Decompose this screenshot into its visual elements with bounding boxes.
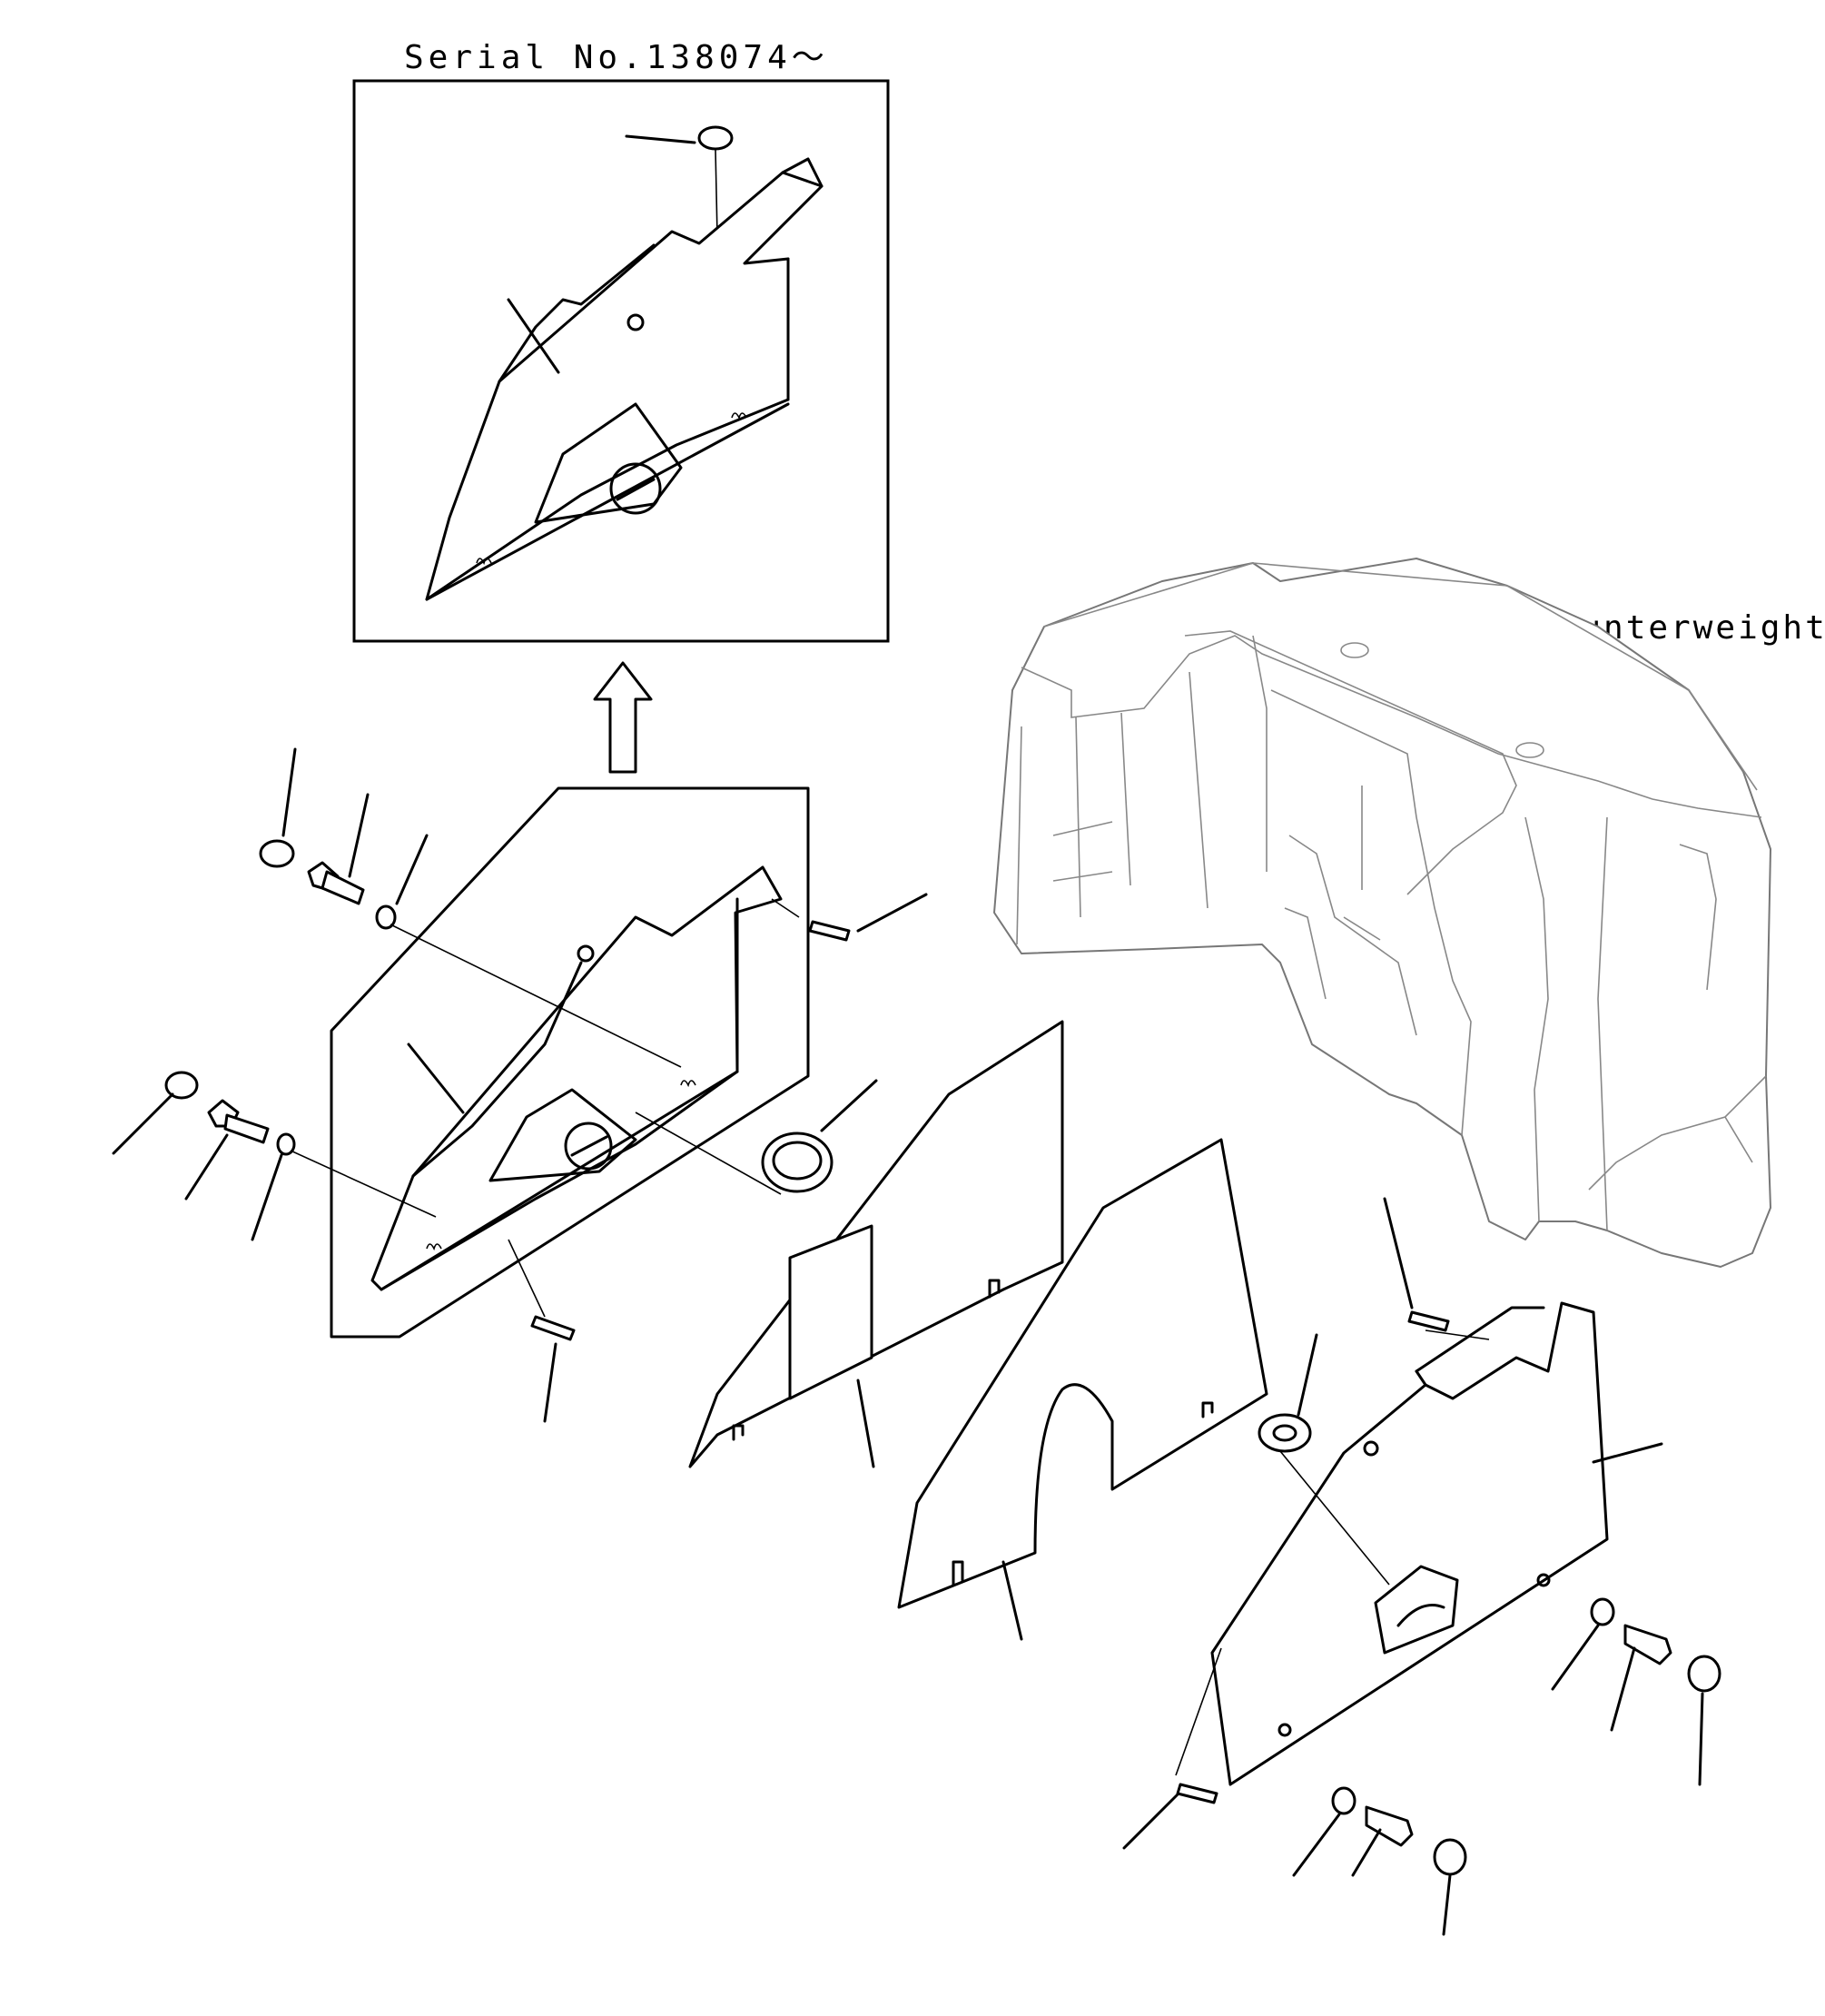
insulation-plate-1 (688, 1020, 1064, 1468)
serial-inset-frame (352, 79, 890, 643)
right-fasteners-lower (1292, 1786, 1467, 1936)
grommet (635, 1079, 878, 1195)
up-arrow-icon (593, 661, 653, 774)
serial-number-label: Serial No.138074〜 (404, 39, 829, 76)
right-fasteners-upper (1551, 1597, 1721, 1786)
lower-fasteners (112, 1071, 437, 1241)
inset-cover-assembly (425, 125, 824, 601)
right-keys (1122, 1197, 1450, 1850)
bracket-group-outline (330, 786, 810, 1339)
upper-fasteners (259, 747, 682, 1068)
bracket-assembly (370, 865, 783, 1291)
insulation-plate-2 (897, 1138, 1268, 1641)
right-cover (1210, 1301, 1663, 1786)
counterweight (993, 558, 1771, 1268)
key-parts (508, 893, 928, 1423)
right-washer (1258, 1333, 1390, 1586)
